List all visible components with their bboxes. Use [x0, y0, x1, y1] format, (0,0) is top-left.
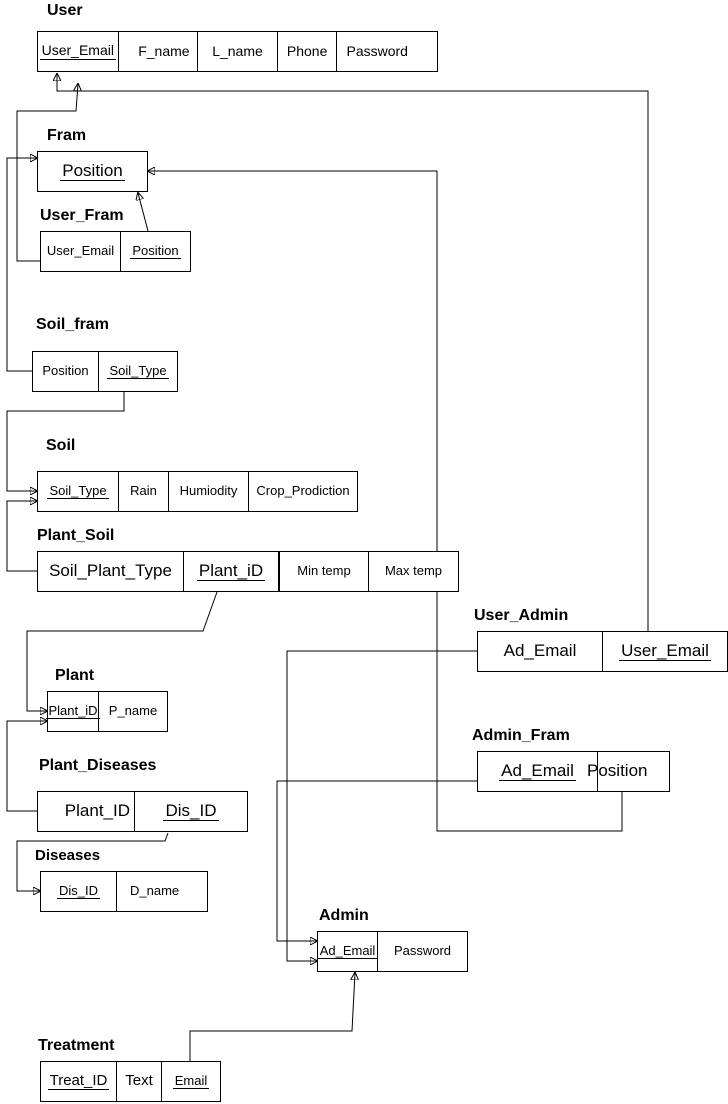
- plant-soil-table[interactable]: Soil_Plant_Type Plant_iD: [37, 551, 279, 592]
- plant-table[interactable]: Plant_iD P_name: [46, 691, 168, 732]
- connector-user-admin-ad-email-to-admin: [286, 650, 477, 961]
- plant-soil-field-min-temp: Min temp: [280, 552, 369, 591]
- soil-table-title: Soil: [46, 437, 76, 454]
- fram-field-position: Position: [60, 160, 125, 182]
- connector-treatment-email-to-admin: [189, 973, 355, 1061]
- user-fram-field-position: Position: [130, 242, 181, 260]
- soil-field-rain: Rain: [119, 472, 169, 511]
- plant-diseases-field-dis-id: Dis_ID: [163, 800, 219, 822]
- user-table[interactable]: User_Email F_name L_name Phone Password: [37, 31, 438, 72]
- soil-field-humiodity: Humiodity: [169, 472, 249, 511]
- soil-fram-field-soil-type: Soil_Type: [107, 362, 169, 380]
- user-field-user-email: User_Email: [38, 32, 119, 71]
- plant-soil-table-title: Plant_Soil: [37, 527, 115, 544]
- connector-soil-fram-position-to-fram: [6, 158, 37, 372]
- user-field-l-name: L_name: [198, 32, 278, 71]
- user-fram-field-user-email: User_Email: [41, 232, 121, 271]
- plant-field-p-name: P_name: [108, 703, 158, 719]
- admin-table[interactable]: Ad_Email Password: [317, 931, 468, 972]
- admin-field-ad-email: Ad_Email: [317, 932, 378, 971]
- soil-table[interactable]: Soil_Type Rain Humiodity Crop_Prodiction: [37, 471, 358, 512]
- plant-diseases-table-title: Plant_Diseases: [39, 757, 157, 774]
- connector-admin-fram-ad-email-to-admin: [276, 780, 477, 941]
- plant-field-plant-id: Plant_iD: [46, 692, 100, 731]
- user-admin-field-user-email: User_Email: [619, 640, 711, 662]
- user-admin-table[interactable]: Ad_Email User_Email: [477, 631, 728, 672]
- soil-field-soil-type: Soil_Type: [38, 472, 119, 511]
- diseases-field-d-name: D_name: [130, 883, 180, 899]
- soil-fram-table-title: Soil_fram: [36, 316, 109, 333]
- connector-plant-soil-to-soil: [6, 501, 37, 572]
- diseases-table-title: Diseases: [35, 847, 101, 864]
- user-table-title: User: [47, 2, 83, 19]
- user-admin-table-title: User_Admin: [474, 607, 569, 624]
- diseases-field-dis-id: Dis_ID: [41, 872, 117, 911]
- plant-diseases-field-plant-id: Plant_ID: [38, 792, 135, 831]
- soil-fram-table[interactable]: Position Soil_Type: [32, 351, 178, 392]
- admin-table-title: Admin: [319, 907, 369, 924]
- treatment-field-treat-id: Treat_ID: [41, 1062, 117, 1101]
- soil-fram-field-position: Position: [33, 352, 99, 391]
- plant-table-title: Plant: [55, 667, 95, 684]
- treatment-field-email: Email: [172, 1072, 210, 1090]
- user-fram-table[interactable]: User_Email Position: [40, 231, 191, 272]
- diseases-table[interactable]: Dis_ID D_name: [40, 871, 208, 912]
- plant-soil-table-extra[interactable]: Min temp Max temp: [279, 551, 459, 592]
- admin-fram-field-ad-email: Ad_Email: [478, 752, 598, 791]
- fram-table-title: Fram: [47, 127, 87, 144]
- user-field-password: Password: [346, 42, 408, 59]
- user-admin-field-ad-email: Ad_Email: [478, 632, 603, 671]
- plant-soil-field-soil-plant-type: Soil_Plant_Type: [38, 552, 184, 591]
- plant-soil-field-plant-id: Plant_iD: [196, 560, 266, 582]
- treatment-table-title: Treatment: [38, 1037, 115, 1054]
- admin-fram-field-position: Position: [587, 761, 648, 781]
- admin-fram-table[interactable]: Ad_Email Position: [477, 751, 670, 792]
- treatment-field-text: Text: [117, 1062, 162, 1101]
- soil-field-crop-prodiction: Crop_Prodiction: [256, 483, 350, 499]
- connector-user-fram-position-to-fram: [138, 193, 149, 232]
- user-field-phone: Phone: [278, 32, 338, 71]
- user-fram-table-title: User_Fram: [40, 207, 124, 224]
- treatment-table[interactable]: Treat_ID Text Email: [40, 1061, 221, 1102]
- plant-soil-field-max-temp: Max temp: [384, 563, 443, 579]
- plant-diseases-table[interactable]: Plant_ID Dis_ID: [37, 791, 248, 832]
- admin-field-password: Password: [393, 943, 452, 959]
- user-field-f-name: F_name: [119, 32, 199, 71]
- admin-fram-table-title: Admin_Fram: [472, 727, 570, 744]
- fram-table[interactable]: Position: [37, 151, 148, 192]
